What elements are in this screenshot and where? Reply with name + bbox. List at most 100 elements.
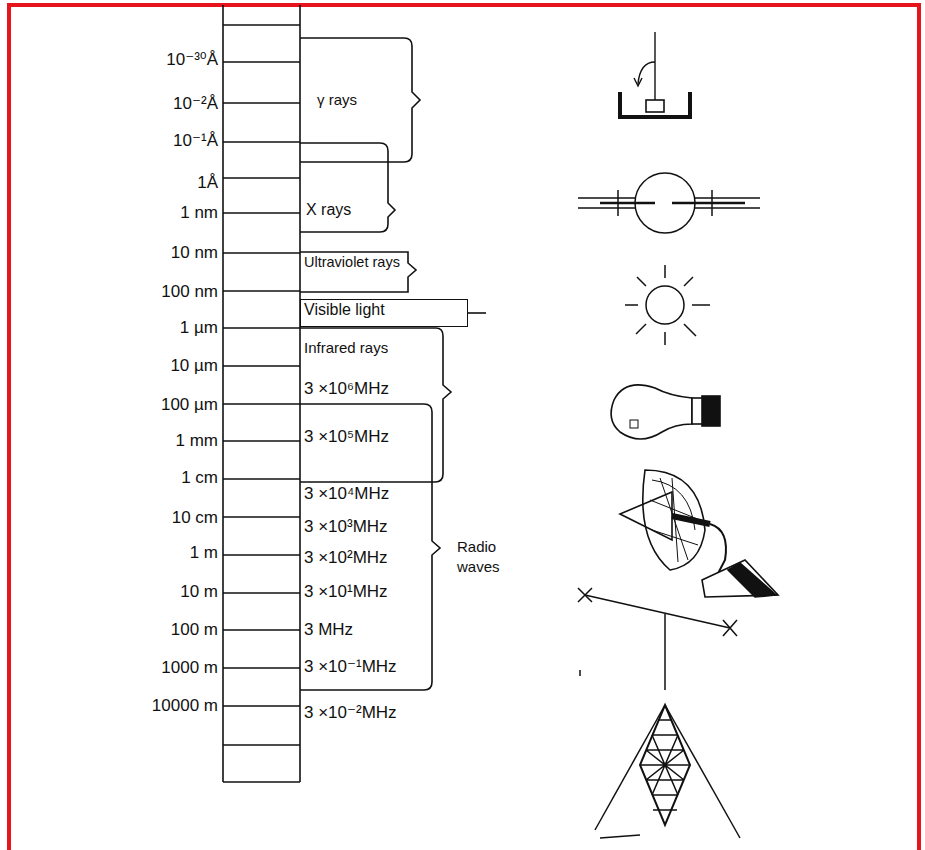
- wavelength-label: 10⁻²Å: [173, 94, 218, 114]
- drawn-stroke: [684, 277, 693, 286]
- drawn-stroke: [223, 629, 300, 631]
- drawn-stroke: [223, 252, 300, 254]
- frequency-label: 3 ×10⁴MHz: [304, 484, 389, 504]
- drawn-stroke: [578, 197, 636, 199]
- frequency-label: 3 ×10²MHz: [304, 548, 388, 568]
- drawn-stroke: [611, 385, 692, 439]
- drawn-stroke: [222, 5, 224, 782]
- visible-light-box: Visible light: [300, 299, 468, 327]
- drawn-stroke: [223, 365, 300, 367]
- frequency-label: 3 ×10⁶MHz: [304, 379, 389, 399]
- drawn-stroke: [223, 61, 300, 63]
- drawn-stroke: [223, 141, 300, 143]
- drawn-stroke: [664, 332, 666, 345]
- drawn-stroke: [684, 324, 696, 336]
- frequency-label: 3 MHz: [304, 620, 353, 640]
- wavelength-label: 1 µm: [180, 318, 218, 338]
- wavelength-label: 100 m: [171, 620, 218, 640]
- drawn-stroke: [620, 492, 672, 540]
- drawn-stroke: [299, 5, 301, 782]
- drawn-stroke: [223, 667, 300, 669]
- radioactive-source-icon: [620, 32, 690, 117]
- wavelength-label: 10 cm: [172, 508, 218, 528]
- drawn-stroke: [664, 265, 666, 278]
- band-name: Infrared rays: [304, 338, 388, 358]
- wavelength-label: 1Å: [197, 173, 218, 193]
- drawn-stroke: [702, 396, 720, 426]
- drawn-stroke: [694, 197, 760, 199]
- frequency-label: 3 ×10⁻²MHz: [304, 703, 397, 723]
- drawn-stroke: [617, 190, 619, 216]
- drawn-stroke: [223, 478, 300, 480]
- wavelength-label: 10⁻³⁰Å: [166, 50, 218, 70]
- node-text: Visible light: [304, 301, 464, 319]
- band-name: Radio waves: [457, 537, 517, 577]
- drawn-stroke: [223, 403, 300, 405]
- light-bulb-icon: [611, 385, 720, 439]
- band-brackets: [300, 38, 486, 690]
- wavelength-label: 1 nm: [180, 203, 218, 223]
- wavelength-label: 1000 m: [161, 658, 218, 678]
- drawn-stroke: [468, 312, 486, 314]
- drawn-stroke: [578, 588, 592, 602]
- drawn-stroke: [634, 78, 642, 86]
- drawn-stroke: [672, 516, 710, 524]
- drawn-stroke: [300, 252, 416, 292]
- ultraviolet-band-box: Ultraviolet rays: [301, 253, 409, 291]
- scale-column: [223, 5, 300, 782]
- drawn-stroke: [625, 304, 638, 306]
- drawn-stroke: [300, 143, 395, 232]
- drawn-stroke: [665, 705, 740, 838]
- drawn-stroke: [223, 290, 300, 292]
- frequency-label: 3 ×10¹MHz: [304, 582, 388, 602]
- drawn-stroke: [223, 705, 300, 707]
- drawn-stroke: [723, 620, 737, 636]
- wavelength-label: 1 mm: [176, 431, 219, 451]
- dish-antenna-icon: [620, 470, 778, 597]
- drawn-stroke: [664, 614, 666, 690]
- frequency-label: 3 ×10⁻¹MHz: [304, 657, 397, 677]
- drawn-stroke: [595, 705, 665, 830]
- band-name: γ rays: [317, 90, 357, 110]
- drawn-stroke: [223, 592, 300, 594]
- drawn-stroke: [578, 207, 636, 209]
- wavelength-label: 10 m: [180, 582, 218, 602]
- wavelength-label: 100 nm: [161, 282, 218, 302]
- drawn-stroke: [223, 781, 300, 783]
- wavelength-label: 10 nm: [171, 243, 218, 263]
- sun-icon: [625, 265, 710, 345]
- drawn-stroke: [654, 32, 655, 100]
- drawn-stroke: [702, 560, 778, 597]
- drawn-stroke: [585, 595, 730, 628]
- wavelength-label: 10 µm: [170, 356, 218, 376]
- frame: [9, 5, 919, 850]
- drawn-stroke: [640, 705, 690, 825]
- lattice-tower-icon: [595, 705, 740, 838]
- wavelength-label: 1 cm: [181, 468, 218, 488]
- dipole-antenna-icon: [578, 588, 737, 690]
- drawn-stroke: [223, 102, 300, 104]
- drawn-stroke: [600, 202, 655, 205]
- drawn-stroke: [223, 24, 300, 26]
- drawn-stroke: [223, 744, 300, 746]
- wavelength-label: 10000 m: [152, 696, 218, 716]
- drawn-stroke: [600, 835, 640, 838]
- drawn-stroke: [223, 327, 300, 329]
- drawn-stroke: [223, 212, 300, 214]
- node-text: Ultraviolet rays: [304, 254, 406, 271]
- drawn-stroke: [728, 563, 776, 597]
- drawn-stroke: [637, 277, 646, 286]
- band-name: X rays: [306, 200, 351, 220]
- drawn-stroke: [579, 670, 581, 676]
- drawn-stroke: [694, 207, 760, 209]
- drawn-stroke: [646, 286, 684, 324]
- drawn-stroke: [636, 324, 646, 334]
- x-ray-tube-icon: [578, 173, 760, 233]
- drawn-stroke: [630, 420, 638, 428]
- drawn-stroke: [646, 100, 664, 112]
- drawn-stroke: [223, 177, 300, 179]
- drawn-stroke: [223, 516, 300, 518]
- drawn-stroke: [223, 440, 300, 442]
